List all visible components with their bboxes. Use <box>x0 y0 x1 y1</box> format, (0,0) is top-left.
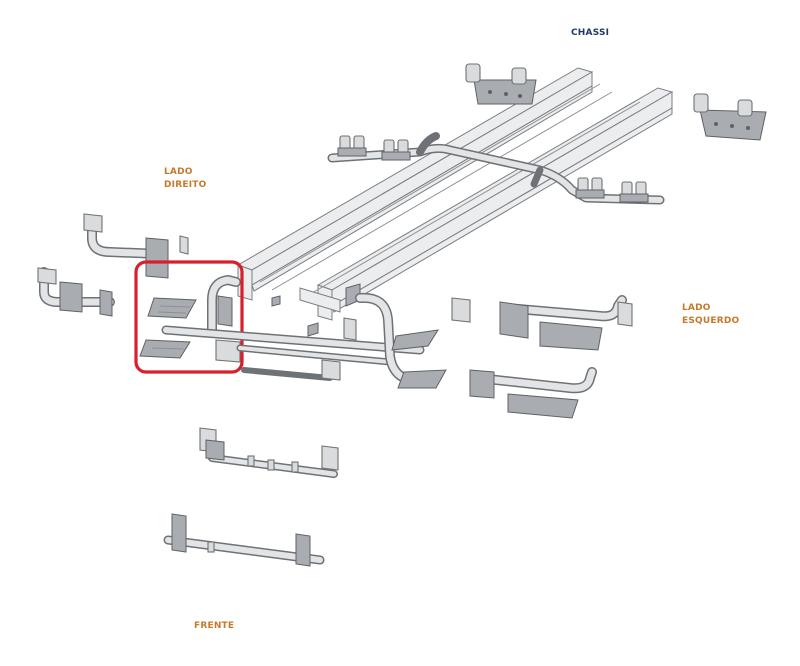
label-left-side-line1: LADO <box>682 303 711 313</box>
label-chassis: CHASSI <box>571 28 610 38</box>
label-left-side: LADO ESQUERDO <box>682 302 739 328</box>
front-tube-assembly-upper <box>199 427 339 478</box>
front-tube-assembly-lower <box>163 513 325 567</box>
label-right-side: LADO DIREITO <box>164 166 206 192</box>
label-right-side-line2: DIREITO <box>164 180 207 190</box>
label-right-side-line1: LADO <box>164 167 193 177</box>
side-step-tube-assembly <box>161 292 471 389</box>
right-side-bracket-upper <box>83 213 189 279</box>
rear-tube-assembly <box>327 132 665 205</box>
chassis-frame <box>236 67 674 337</box>
right-side-bracket-lower <box>37 267 115 317</box>
label-front: FRENTE <box>194 621 235 631</box>
label-left-side-line2: ESQUERDO <box>682 316 740 326</box>
rear-bracket-left <box>465 63 537 105</box>
rear-bracket-right <box>693 93 767 141</box>
highlighted-step-assembly <box>139 275 241 363</box>
highlight-box <box>134 260 244 374</box>
left-side-bracket-lower <box>469 367 597 419</box>
left-side-bracket-upper <box>499 295 633 351</box>
